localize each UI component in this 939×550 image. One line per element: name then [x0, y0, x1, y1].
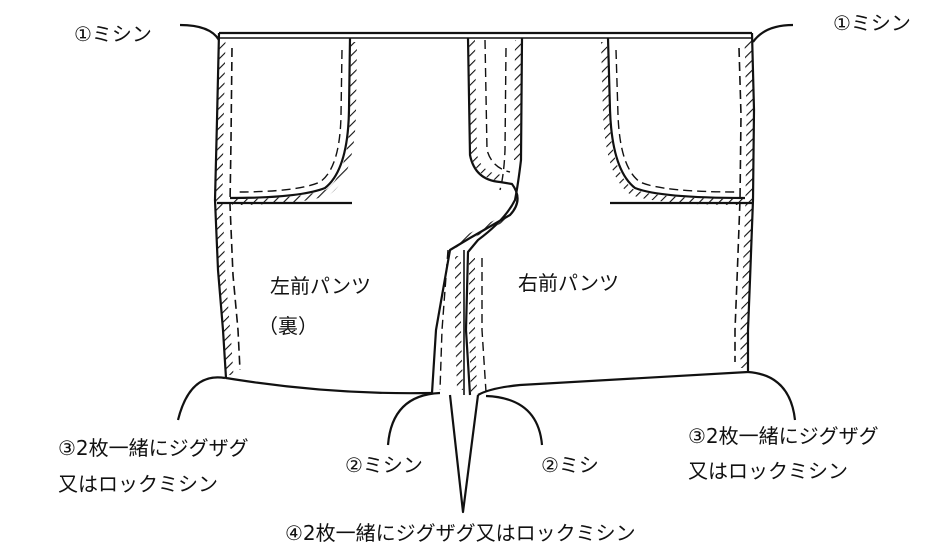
label-right-front-pants: 右前パンツ	[518, 271, 619, 295]
right-side-seam-zigzag	[740, 39, 754, 368]
right-pocket-zigzag	[601, 41, 746, 205]
left-pocket-opening	[229, 37, 352, 200]
right-front-panel-outline	[477, 32, 756, 396]
leader-bottom-right	[747, 370, 797, 421]
leader-bottom-left	[176, 376, 226, 421]
leader-top-left	[179, 23, 220, 41]
label-left-front-back-side: （裏）	[258, 314, 318, 338]
left-fly-zigzag	[469, 39, 503, 181]
label-overlock-left-line2: 又はロックミシン	[58, 472, 218, 496]
label-overlock-right-line1: ③2枚一緒にジグザグ	[688, 424, 879, 448]
leader-crotch-left	[386, 391, 441, 446]
right-crotch-stitch	[481, 258, 487, 393]
right-pocket-opening	[606, 37, 746, 200]
label-sewing-crotch-right: ②ミシ	[541, 453, 599, 477]
left-side-stitch	[229, 47, 241, 371]
left-fly-stitch	[484, 39, 511, 173]
left-pocket-zigzag	[231, 41, 357, 205]
right-fly-stitch	[499, 47, 507, 191]
left-pocket-stitch	[235, 49, 343, 193]
left-crotch-stitch	[439, 249, 449, 391]
crotch-seam-allowance-point	[448, 394, 480, 514]
left-front-panel-outline	[213, 32, 433, 395]
right-fly-outline	[464, 37, 524, 396]
label-sewing-top-left: ①ミシン	[74, 22, 152, 46]
label-overlock-bottom: ④2枚一緒にジグザグ又はロックミシン	[285, 521, 636, 545]
leader-crotch-right	[485, 394, 544, 446]
label-sewing-crotch-left: ②ミシン	[345, 453, 423, 477]
label-overlock-right-line2: 又はロックミシン	[688, 459, 848, 483]
label-sewing-top-right: ①ミシン	[833, 11, 911, 35]
label-overlock-left-line1: ③2枚一緒にジグザグ	[58, 436, 249, 460]
right-side-stitch	[734, 47, 742, 362]
left-fly-outline	[430, 37, 519, 394]
waistband	[219, 31, 752, 39]
left-crotch-zigzag	[455, 256, 463, 391]
label-left-front-pants: 左前パンツ	[270, 274, 371, 298]
left-side-seam-zigzag	[215, 39, 234, 376]
right-crotch-zigzag	[469, 258, 477, 393]
right-pocket-stitch	[615, 49, 739, 193]
leader-top-right	[752, 23, 794, 43]
crotch-curve-zigzag	[453, 215, 507, 248]
right-fly-zigzag	[514, 39, 521, 161]
